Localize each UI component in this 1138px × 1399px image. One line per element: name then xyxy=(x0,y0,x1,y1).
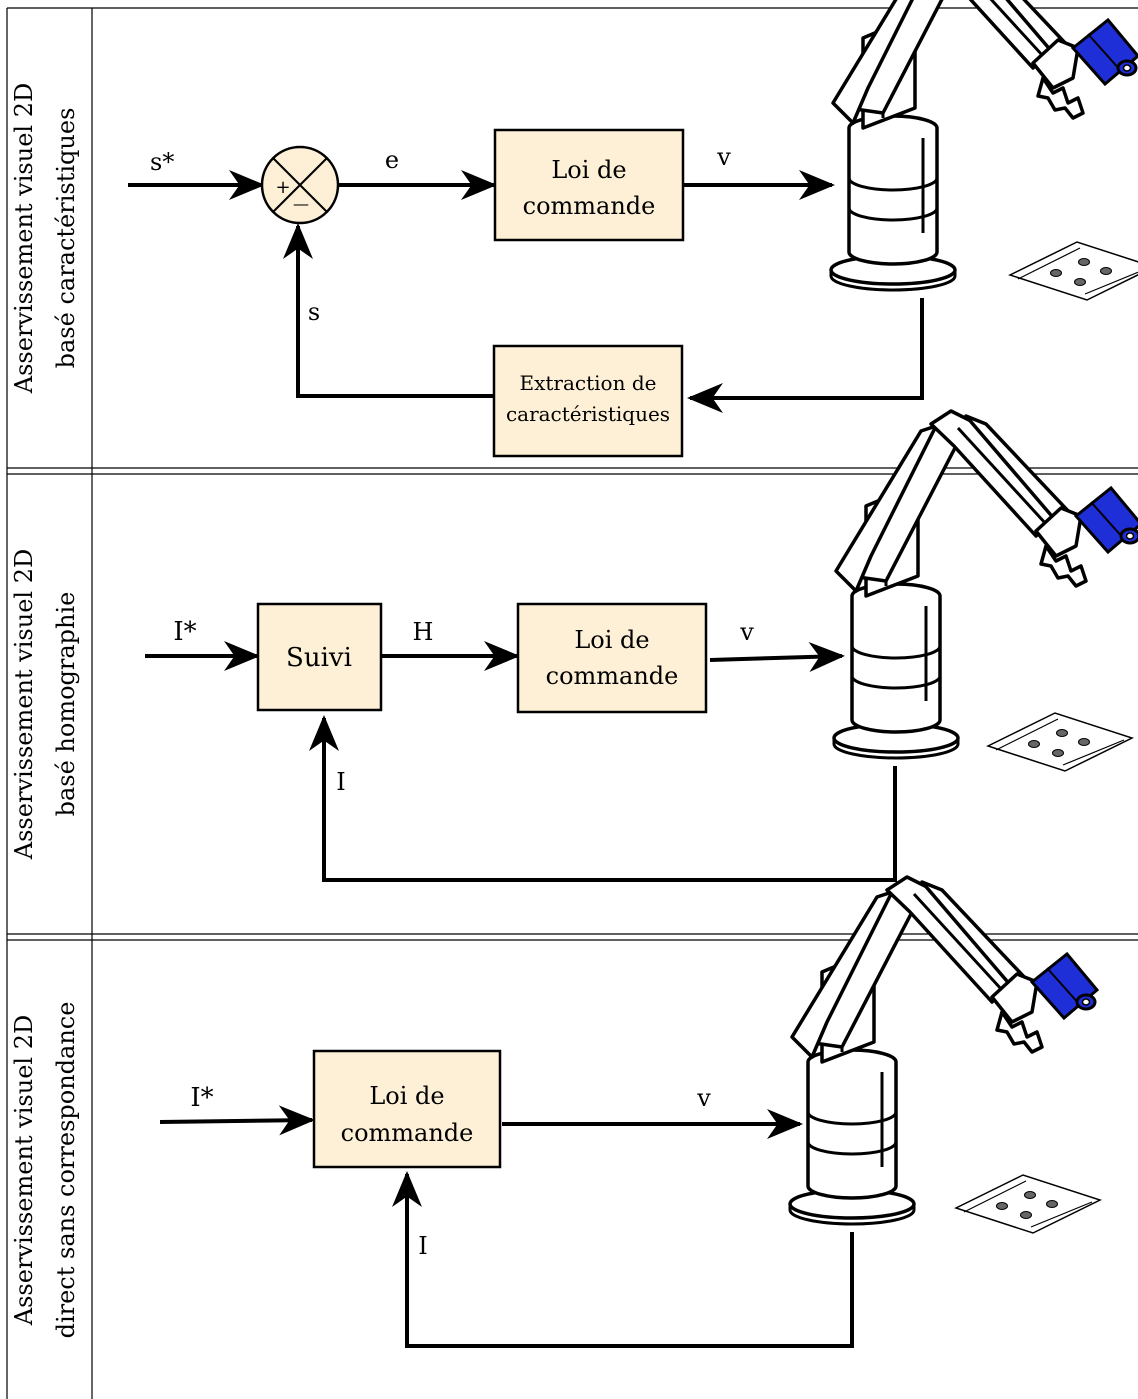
feedback-label: s xyxy=(308,298,320,326)
feedback-arrow xyxy=(309,715,897,882)
feedback-arrow xyxy=(283,223,494,398)
homography-label: H xyxy=(413,618,434,646)
panel-feature-based: s* + — e Loi de commande v Extraction de… xyxy=(128,0,1138,458)
velocity-label: v xyxy=(739,618,754,646)
tracking-block xyxy=(256,602,383,712)
tracking-label: Suivi xyxy=(286,643,352,673)
reference-label: I* xyxy=(173,617,196,647)
reference-arrow xyxy=(159,1105,315,1136)
reference-label: I* xyxy=(190,1083,213,1113)
control-law-line2: commande xyxy=(341,1119,474,1147)
control-law-line2: commande xyxy=(546,662,679,690)
reference-label: s* xyxy=(150,148,174,176)
side-label-line2: basé caractéristiques xyxy=(52,108,80,369)
visual-target xyxy=(987,712,1133,772)
control-law-block xyxy=(516,602,708,714)
velocity-label: v xyxy=(716,143,731,171)
visual-target xyxy=(955,1174,1101,1234)
frame xyxy=(6,7,1138,1399)
side-label-line2: basé homographie xyxy=(52,592,80,817)
measurement-arrow xyxy=(687,298,924,413)
panel-homography-based: I* Suivi H Loi de commande v I xyxy=(145,409,1138,882)
robot-arm xyxy=(832,409,1138,760)
feedback-arrow xyxy=(392,1171,854,1348)
panel-direct-correspondence-free: I* Loi de commande v I xyxy=(159,875,1101,1348)
feature-extraction-block xyxy=(492,344,684,458)
comparator: + — xyxy=(260,145,340,225)
side-label-panel-3: Asservissement visuel 2D direct sans cor… xyxy=(10,1002,80,1339)
extraction-line1: Extraction de xyxy=(520,371,657,395)
side-label-panel-2: Asservissement visuel 2D basé homographi… xyxy=(10,549,80,860)
visual-target xyxy=(1009,241,1138,301)
side-label-line1: Asservissement visuel 2D xyxy=(10,1015,38,1326)
comparator-plus: + xyxy=(275,177,290,198)
velocity-arrow xyxy=(709,642,845,672)
side-label-line1: Asservissement visuel 2D xyxy=(10,83,38,394)
side-label-line2: direct sans correspondance xyxy=(52,1002,80,1339)
velocity-label: v xyxy=(696,1084,711,1112)
feedback-label: I xyxy=(336,768,345,796)
control-law-block xyxy=(493,128,685,242)
error-label: e xyxy=(385,146,399,174)
extraction-line2: caractéristiques xyxy=(506,402,670,426)
side-label-line1: Asservissement visuel 2D xyxy=(10,549,38,860)
control-law-line2: commande xyxy=(523,192,656,220)
control-law-line1: Loi de xyxy=(369,1082,444,1110)
feedback-label: I xyxy=(418,1232,427,1260)
control-law-line1: Loi de xyxy=(574,626,649,654)
side-label-panel-1: Asservissement visuel 2D basé caractéris… xyxy=(10,83,80,394)
control-law-block xyxy=(312,1049,502,1169)
control-law-line1: Loi de xyxy=(551,156,626,184)
robot-arm xyxy=(788,875,1099,1226)
comparator-minus: — xyxy=(293,194,309,213)
